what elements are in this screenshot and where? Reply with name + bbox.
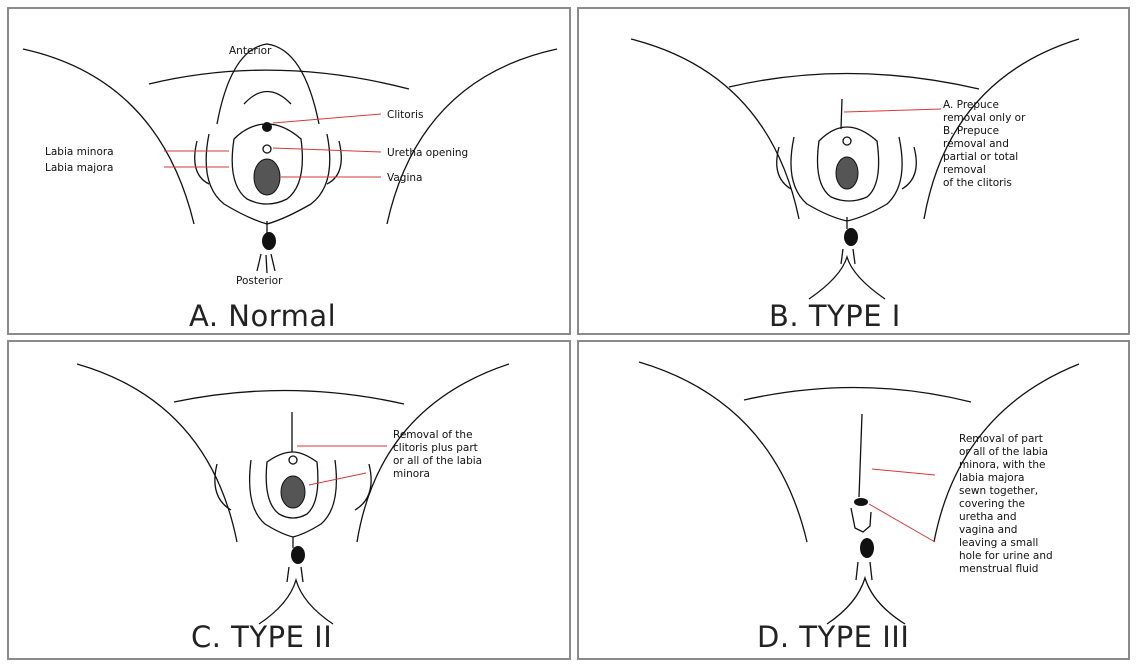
- diagram-type-3: Removal of part or all of the labia mino…: [579, 342, 1130, 660]
- note-line: of the clitoris: [943, 177, 1012, 189]
- note-line: vagina and: [959, 524, 1017, 536]
- note-line: labia majora: [959, 472, 1024, 484]
- note-line: covering the: [959, 498, 1025, 510]
- note-type-3: Removal of part or all of the labia mino…: [959, 433, 1053, 575]
- note-line: Removal of the: [393, 429, 473, 441]
- caption-type-1: B. TYPE I: [769, 299, 901, 333]
- note-line: partial or total: [943, 151, 1018, 163]
- label-urethra: Uretha opening: [387, 147, 468, 159]
- note-type-1: A. Prepuce removal only or B. Prepuce re…: [943, 99, 1026, 189]
- label-labia-majora: Labia majora: [45, 162, 113, 174]
- note-line: B. Prepuce: [943, 125, 999, 137]
- diagram-type-2: Removal of the clitoris plus part or all…: [9, 342, 571, 660]
- panel-type-2: Removal of the clitoris plus part or all…: [7, 340, 571, 660]
- diagram-type-1: A. Prepuce removal only or B. Prepuce re…: [579, 9, 1130, 335]
- note-line: or all of the labia: [393, 455, 482, 467]
- note-line: sewn together,: [959, 485, 1038, 497]
- note-line: minora: [393, 468, 430, 480]
- caption-type-2: C. TYPE II: [191, 620, 332, 654]
- note-line: or all of the labia: [959, 446, 1048, 458]
- diagram-normal: Anterior Clitoris Labia minora Labia maj…: [9, 9, 571, 335]
- label-vagina: Vagina: [387, 172, 422, 184]
- panel-type-1: A. Prepuce removal only or B. Prepuce re…: [577, 7, 1130, 335]
- note-line: leaving a small: [959, 537, 1038, 549]
- caption-normal: A. Normal: [189, 299, 336, 333]
- note-line: clitoris plus part: [393, 442, 478, 454]
- note-line: minora, with the: [959, 459, 1046, 471]
- label-labia-minora: Labia minora: [45, 146, 114, 158]
- note-line: uretha and: [959, 511, 1017, 523]
- note-line: removal and: [943, 138, 1009, 150]
- label-posterior: Posterior: [236, 275, 283, 287]
- note-line: Removal of part: [959, 433, 1043, 445]
- note-line: removal: [943, 164, 986, 176]
- panel-type-3: Removal of part or all of the labia mino…: [577, 340, 1130, 660]
- note-type-2: Removal of the clitoris plus part or all…: [393, 429, 482, 480]
- note-line: hole for urine and: [959, 550, 1053, 562]
- label-anterior: Anterior: [229, 45, 272, 57]
- note-line: A. Prepuce: [943, 99, 999, 111]
- caption-type-3: D. TYPE III: [757, 620, 909, 654]
- panel-normal: Anterior Clitoris Labia minora Labia maj…: [7, 7, 571, 335]
- label-clitoris: Clitoris: [387, 109, 423, 121]
- note-line: removal only or: [943, 112, 1026, 124]
- note-line: menstrual fluid: [959, 563, 1038, 575]
